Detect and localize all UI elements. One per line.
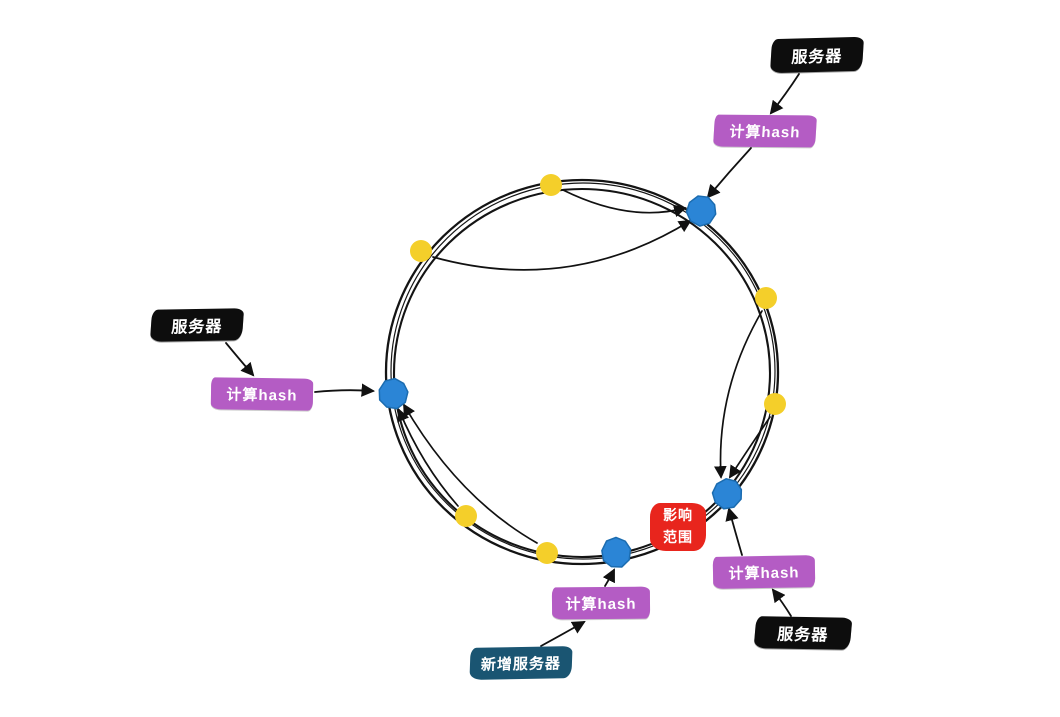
hash-ring-inner-line xyxy=(392,187,772,559)
key-dot xyxy=(410,240,432,262)
server-node-new xyxy=(601,536,632,568)
key-dot xyxy=(540,174,562,196)
server-nodes xyxy=(378,195,743,568)
key-dot xyxy=(455,505,477,527)
label-server-bottom-right: 服务器 xyxy=(753,616,853,650)
key-dot xyxy=(755,287,777,309)
arrow-server-left-to-hash xyxy=(225,342,255,377)
impact-range-line1: 影响 xyxy=(663,507,693,524)
arrow-key2-to-node-a xyxy=(432,219,692,271)
arrow-key3-to-node-c xyxy=(714,310,763,479)
hash-ring-outer-line xyxy=(384,178,780,566)
arrow-hash-br-to-node-c xyxy=(725,507,743,556)
arrow-hash-top-to-node-a xyxy=(706,147,752,199)
arrow-hash-bottom-to-node-d xyxy=(602,568,615,587)
server-node-left xyxy=(378,377,409,410)
key-mapping-arrows xyxy=(397,189,771,544)
label-arrows xyxy=(225,73,800,647)
arrow-server-br-to-hash xyxy=(771,588,792,617)
arrow-key6-to-node-b xyxy=(403,403,538,544)
hash-ring-middle-line xyxy=(390,182,776,560)
label-new-server: 新增服务器 xyxy=(469,646,573,680)
arrow-server-top-to-hash xyxy=(769,73,800,115)
server-node-bottom-right xyxy=(711,477,743,510)
key-dots xyxy=(410,174,786,564)
label-compute-hash-top-right: 计算hash xyxy=(713,114,817,148)
server-node-top-right xyxy=(685,195,717,227)
label-compute-hash-bottom-right: 计算hash xyxy=(712,555,816,589)
key-dot xyxy=(764,393,786,415)
arrow-key5-to-node-b xyxy=(397,408,459,507)
impact-range-line2: 范围 xyxy=(663,529,693,545)
arrow-new-server-to-hash xyxy=(540,620,586,647)
label-impact-range: 影响 范围 xyxy=(650,503,706,551)
arrow-hash-left-to-node-b xyxy=(314,383,376,397)
arrow-key4-to-node-c xyxy=(728,416,771,479)
label-compute-hash-bottom: 计算hash xyxy=(551,586,651,620)
arrow-key1-to-node-a xyxy=(562,189,687,217)
key-dot xyxy=(536,542,558,564)
label-server-left: 服务器 xyxy=(149,308,245,342)
label-server-top-right: 服务器 xyxy=(769,36,865,74)
hash-ring xyxy=(384,178,780,566)
label-compute-hash-left: 计算hash xyxy=(210,377,314,411)
